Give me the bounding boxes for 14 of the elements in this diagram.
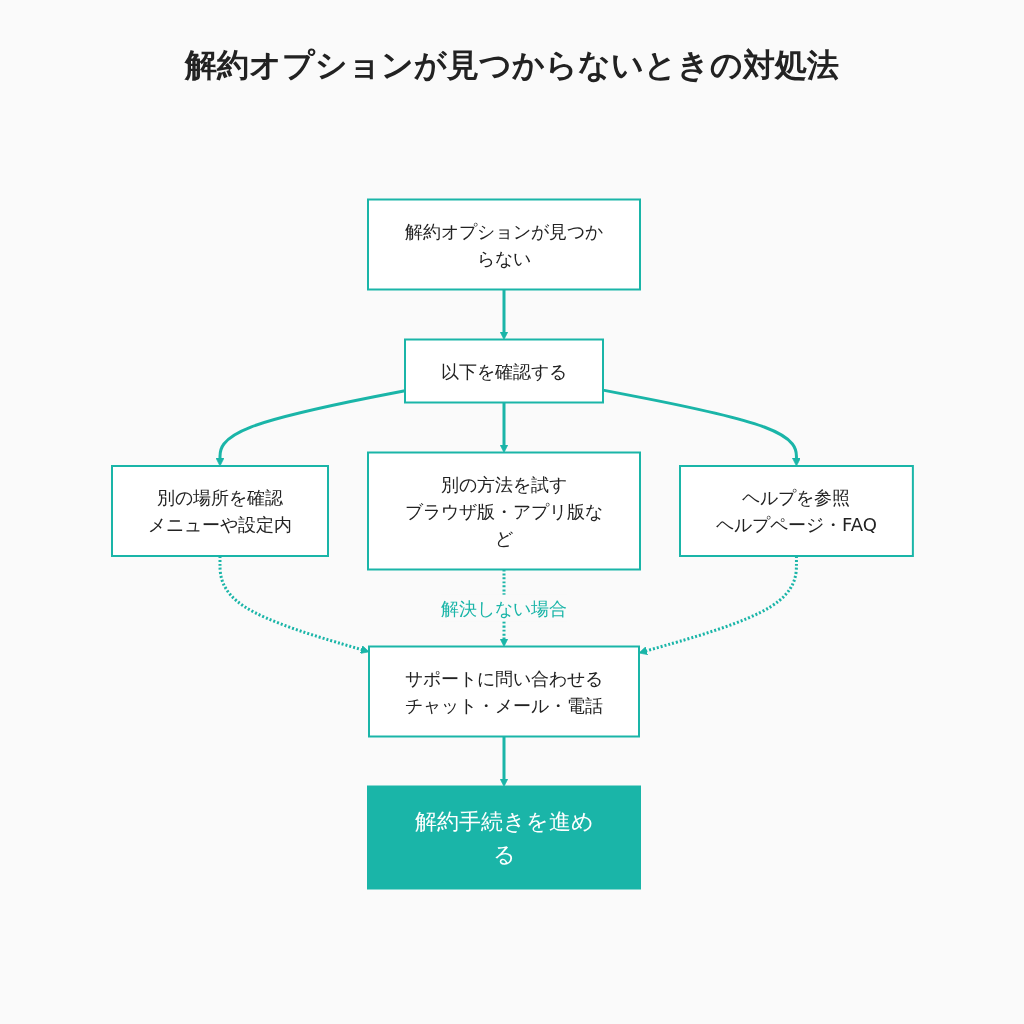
arrow — [602, 388, 801, 467]
node-box: 解約手続きを進める — [366, 785, 641, 890]
node-box: サポートに問い合わせる チャット・メール・電話 — [367, 645, 640, 738]
arrow — [499, 289, 508, 340]
node-box: 以下を確認する — [403, 338, 604, 404]
arrow — [499, 736, 508, 787]
node-box: 別の方法を試す ブラウザ版・アプリ版など — [366, 451, 641, 571]
node-box: 解約オプションが見つからない — [366, 198, 641, 291]
arrow — [215, 389, 405, 467]
node-box: 別の場所を確認 メニューや設定内 — [110, 465, 329, 557]
arrow — [499, 402, 508, 453]
node-box: ヘルプを参照 ヘルプページ・FAQ — [678, 465, 914, 557]
edge-label: 解決しない場合 — [440, 597, 567, 619]
diagram-title: 解約オプションが見つからないときの対処法 — [185, 45, 839, 86]
